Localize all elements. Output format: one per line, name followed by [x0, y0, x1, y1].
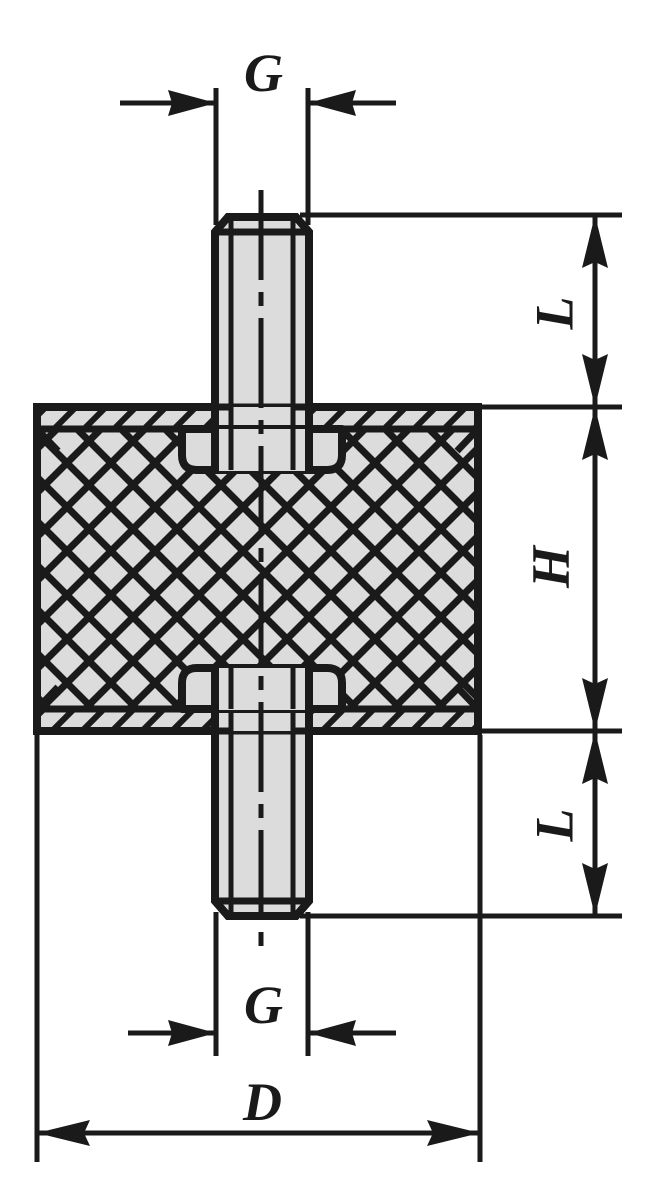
dimension-label-l-bottom: L — [524, 808, 585, 842]
dimension-label-g-top: G — [244, 43, 283, 103]
dimension-h — [582, 407, 608, 731]
dimension-label-l-top: L — [524, 296, 585, 330]
dimension-d — [34, 735, 483, 1162]
dimension-l-bottom — [582, 731, 608, 916]
dimension-g-bottom — [128, 912, 396, 1056]
dimension-label-h: H — [521, 545, 582, 589]
dimension-g-top — [120, 88, 396, 225]
dimension-label-d: D — [243, 1072, 282, 1132]
dimension-l-top — [582, 215, 608, 407]
dimension-label-g-bottom: G — [244, 975, 283, 1035]
